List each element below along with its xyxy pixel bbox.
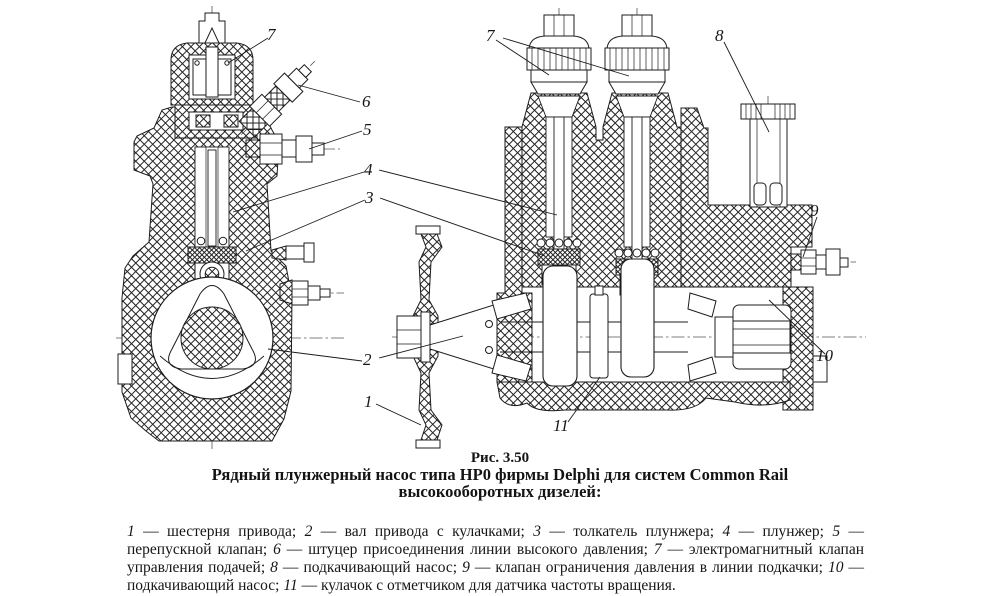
legend-item-7: 7 — электромагнитный клапан управления п…: [127, 540, 864, 576]
shaft-end: [732, 320, 791, 354]
legend-item-10: 10 — подкачивающий насос;: [127, 558, 864, 594]
camshaft-section: [500, 258, 792, 387]
right-view: [392, 8, 866, 449]
pressure-limit-valve-fitting: [790, 248, 849, 276]
figure-legend: 1 — шестерня привода; 2 — вал привода с …: [127, 523, 864, 595]
overflow-valve-fitting: [245, 133, 325, 165]
housing-bottom-skirt: [496, 381, 791, 412]
legend-item-11: 11 — кулачок с отметчиком для датчика ча…: [283, 576, 676, 594]
legend-item-5: 5 — перепускной клапан;: [127, 522, 865, 558]
callout-leader-lines: [227, 37, 826, 426]
plunger-assembly-1: [536, 95, 582, 286]
solenoid-valve-section: [170, 42, 254, 106]
solenoid-valve-2: [604, 14, 670, 95]
legend-item-4: 4 — плунжер;: [722, 522, 833, 540]
priming-pump: [740, 103, 796, 208]
figure-title-line2: высокооборотных дизелей:: [398, 481, 602, 501]
pump-cross-section-drawing: [116, 6, 866, 449]
figure-title: Рядный плунжерный насос типа HP0 фирмы D…: [0, 465, 1000, 501]
drive-shaft-taper: [396, 302, 501, 372]
figure-caption: Рис. 3.50 Рядный плунжерный насос типа H…: [0, 450, 1000, 500]
left-view: [116, 6, 344, 449]
side-port-fittings: [271, 242, 331, 306]
taper-roller-bearings: [485, 292, 717, 382]
figure-number: Рис. 3.50: [470, 450, 530, 466]
cam-lobe-1: [542, 265, 578, 387]
high-pressure-fitting: [238, 60, 316, 138]
legend-item-9: 9 — клапан ограничения давления в линии …: [462, 558, 828, 576]
shaft-hub: [714, 316, 734, 358]
legend-item-8: 8 — подкачивающий насос;: [270, 558, 463, 576]
legend-item-3: 3 — толкатель плунжера;: [533, 522, 723, 540]
plunger-section: [194, 146, 230, 250]
legend-item-6: 6 — штуцер присоединения линии высокого …: [273, 540, 654, 558]
cam-chamber-section: [150, 276, 274, 400]
legend-item-1: 1 — шестерня привода;: [127, 522, 305, 540]
solenoid-valve-1: [526, 14, 592, 95]
legend-item-2: 2 — вал привода с кулачками;: [304, 522, 534, 540]
connector-stud: [198, 12, 226, 44]
figure-title-line1: Рядный плунжерный насос типа HP0 фирмы D…: [211, 465, 789, 484]
cam-lobe-2: [620, 258, 655, 378]
marker-cam-disc: [589, 293, 609, 379]
